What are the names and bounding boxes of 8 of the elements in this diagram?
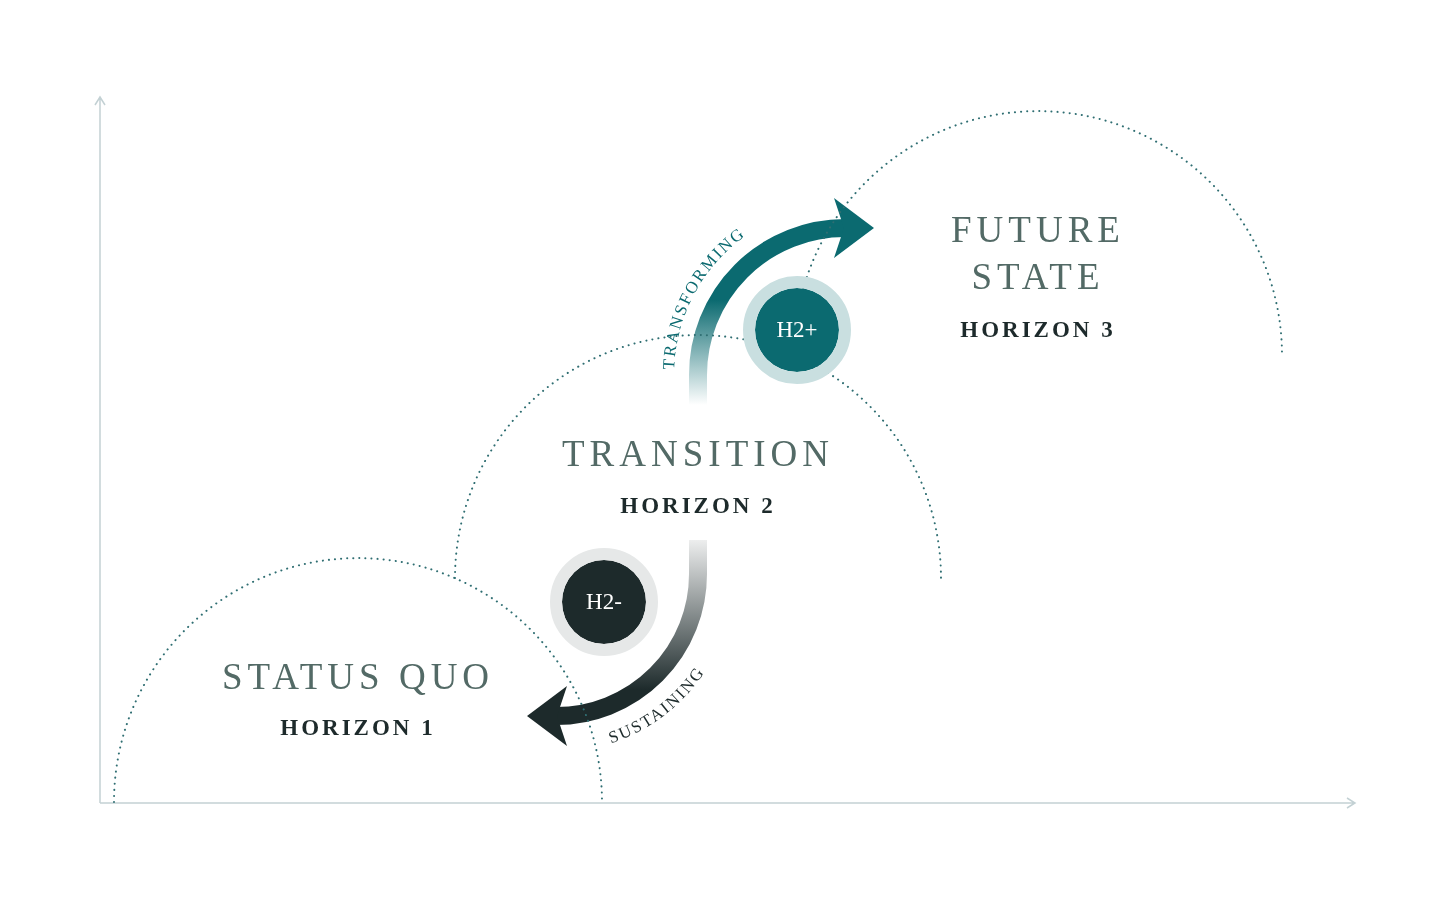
horizon-badge: H2- bbox=[550, 548, 658, 656]
horizon-label: HORIZON 1 bbox=[280, 714, 436, 742]
horizon-label: HORIZON 2 bbox=[620, 492, 776, 520]
stage-title: STATUS QUO bbox=[221, 655, 495, 699]
stage-title: FUTURE STATE bbox=[950, 208, 1126, 299]
horizon-badge: H2+ bbox=[743, 276, 851, 384]
stage-title: TRANSITION bbox=[562, 432, 834, 476]
horizon-label: HORIZON 3 bbox=[960, 316, 1116, 344]
